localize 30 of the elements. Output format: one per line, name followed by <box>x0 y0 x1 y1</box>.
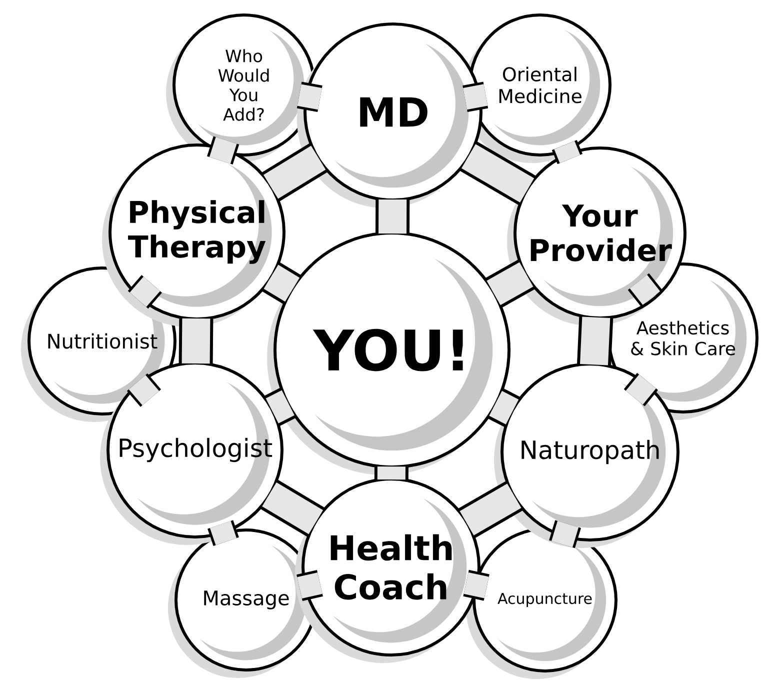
connector-tab <box>207 136 240 165</box>
connector-tab <box>128 275 162 309</box>
connector-tab <box>296 570 323 601</box>
connector-tube <box>374 466 408 480</box>
connector-tube <box>262 262 302 304</box>
connector-tab <box>126 373 162 407</box>
connector-tube <box>488 388 520 428</box>
connector-tab <box>552 140 583 164</box>
connector-tube <box>264 388 296 426</box>
connector-tube <box>460 142 536 206</box>
node-label: Acupuncture <box>498 592 592 608</box>
connector-tab <box>296 82 322 112</box>
connector-tube <box>577 316 614 366</box>
connector-tube <box>178 318 214 364</box>
connector-tab <box>462 82 488 112</box>
connector-tab <box>463 570 490 601</box>
connector-tube <box>485 260 535 308</box>
node-label: Your Provider <box>530 204 672 262</box>
connector-tab <box>208 520 239 546</box>
connector-tube <box>262 143 328 202</box>
connector-tab <box>628 273 662 306</box>
connector-tab <box>624 372 658 406</box>
node-label: Physical Therapy <box>128 200 266 264</box>
node-label: Oriental Medicine <box>499 66 582 104</box>
node-label: Massage <box>204 590 289 610</box>
node-label: Who Would You Add? <box>218 49 269 121</box>
connector-tab <box>549 520 581 548</box>
connector-tube <box>376 199 410 234</box>
connector-tube <box>260 480 325 537</box>
connector-tube <box>458 481 523 538</box>
